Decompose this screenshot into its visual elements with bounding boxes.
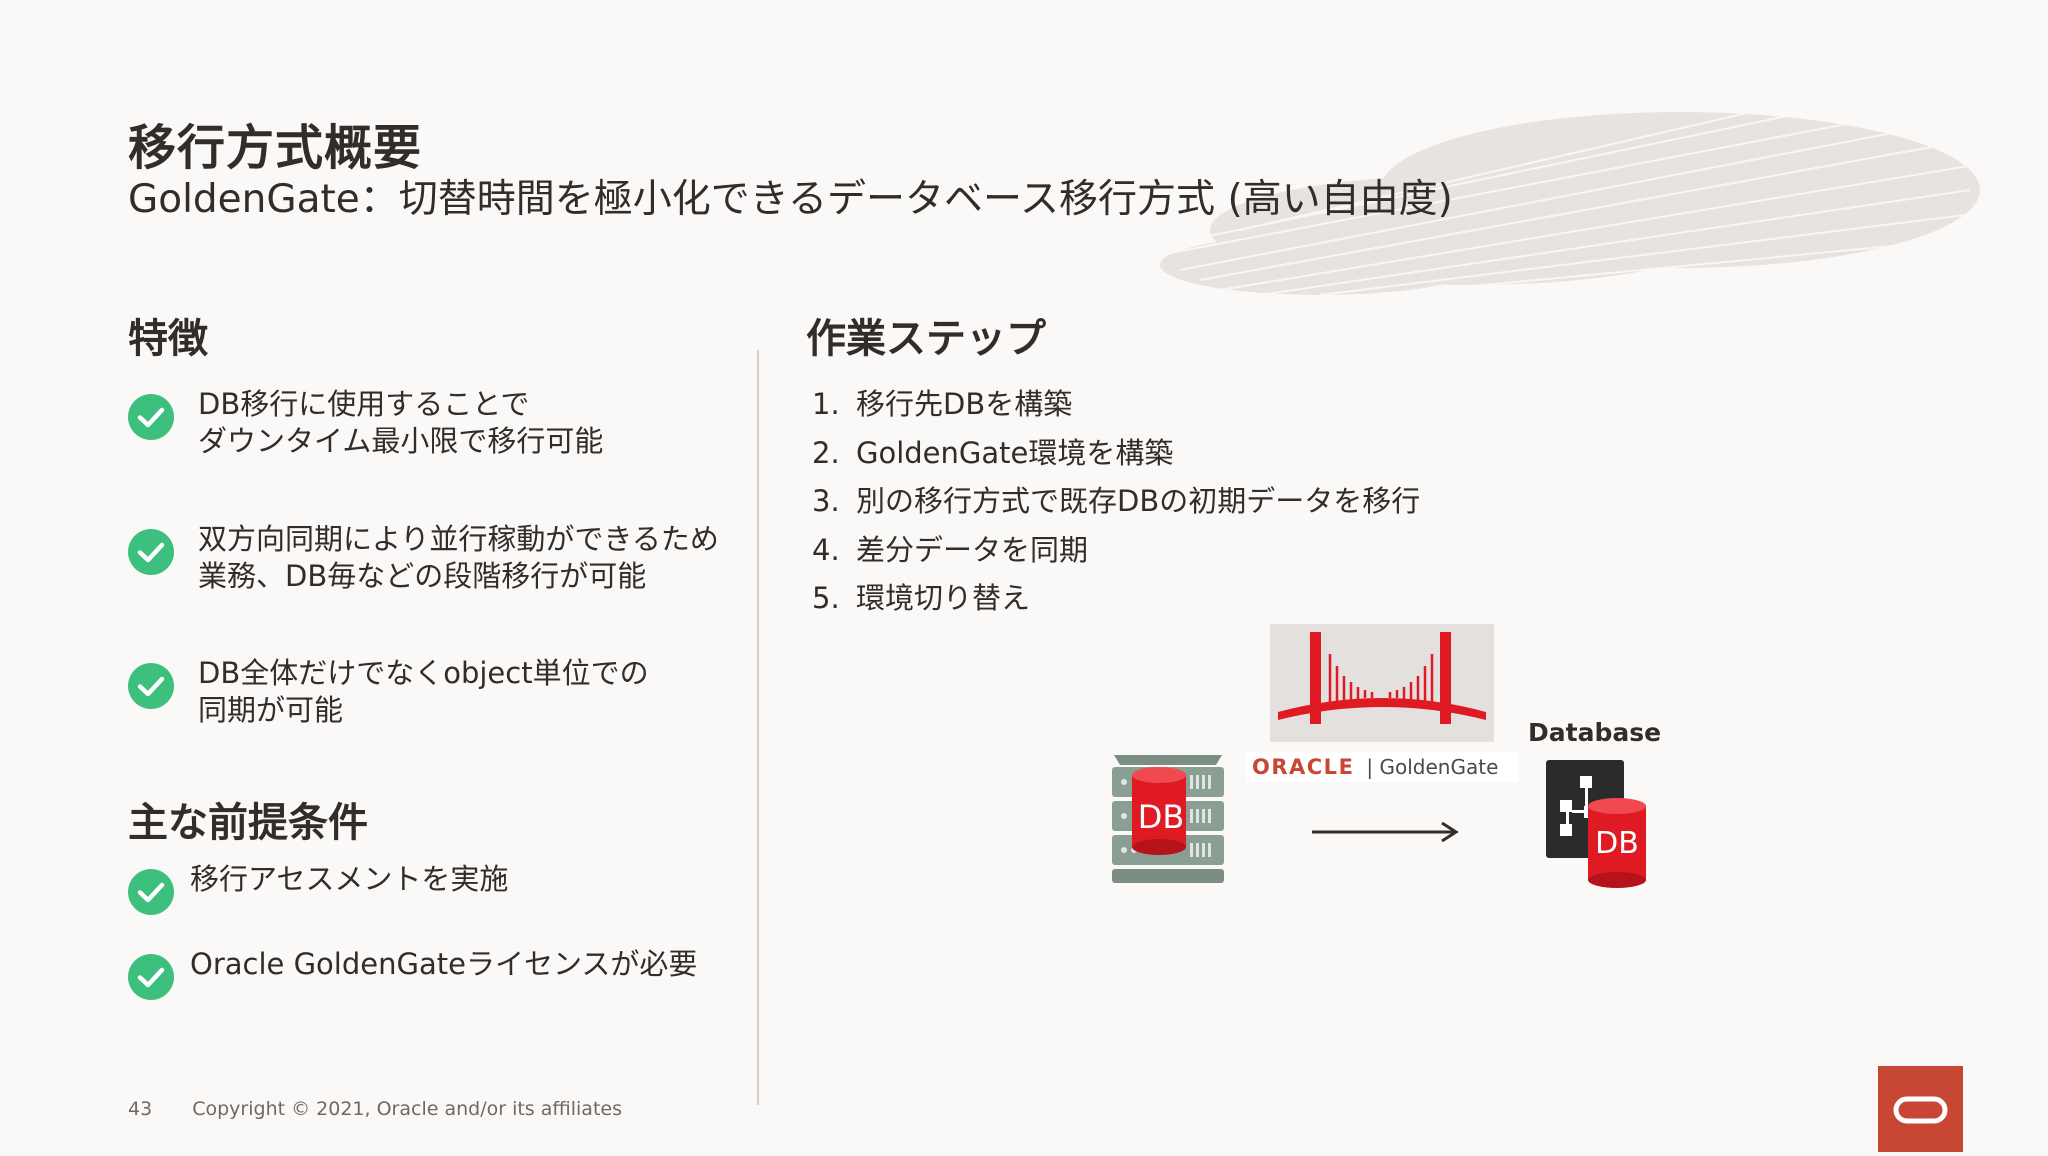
page-subtitle: GoldenGate：切替時間を極小化できるデータベース移行方式 (高い自由度) bbox=[128, 177, 1453, 222]
bridge-icon bbox=[1278, 632, 1486, 724]
source-db-server-icon bbox=[1112, 755, 1224, 883]
source-db-label: DB bbox=[1137, 798, 1185, 836]
target-database-icon bbox=[1546, 760, 1646, 888]
migration-diagram: ORACLE | GoldenGate Database DB bbox=[1110, 620, 1670, 900]
feature-text: 双方向同期により並行稼動ができるため 業務、DB毎などの段階移行が可能 bbox=[198, 521, 719, 595]
feature-item: DB移行に使用することで ダウンタイム最小限で移行可能 bbox=[128, 386, 603, 460]
check-circle-icon bbox=[128, 869, 174, 915]
decorative-pattern bbox=[1159, 104, 1980, 296]
copyright-text: Copyright © 2021, Oracle and/or its affi… bbox=[192, 1098, 622, 1120]
prerequisite-text: Oracle GoldenGateライセンスが必要 bbox=[190, 947, 698, 981]
goldengate-logo bbox=[1270, 624, 1494, 742]
step-number: 4. bbox=[812, 532, 840, 567]
oracle-o-icon bbox=[1893, 1096, 1948, 1124]
step-number: 5. bbox=[812, 581, 840, 615]
check-circle-icon bbox=[128, 529, 174, 575]
feature-item: 双方向同期により並行稼動ができるため 業務、DB毎などの段階移行が可能 bbox=[128, 521, 719, 595]
feature-text: DB全体だけでなくobject単位での 同期が可能 bbox=[198, 655, 649, 729]
prerequisite-item: Oracle GoldenGateライセンスが必要 bbox=[128, 946, 697, 1000]
step-text: 差分データを同期 bbox=[856, 532, 1089, 567]
right-arrow-icon bbox=[1312, 821, 1459, 843]
prerequisite-text: 移行アセスメントを実施 bbox=[190, 862, 509, 896]
features-heading: 特徴 bbox=[128, 316, 208, 362]
footer: 43 Copyright © 2021, Oracle and/or its a… bbox=[128, 1098, 622, 1120]
feature-line: DB移行に使用することで bbox=[198, 387, 530, 421]
step-number: 2. bbox=[812, 435, 840, 470]
prerequisites-heading: 主な前提条件 bbox=[128, 800, 368, 846]
feature-line: 同期が可能 bbox=[198, 693, 344, 727]
page-number: 43 bbox=[128, 1098, 153, 1120]
step-item: 1. 移行先DBを構築 bbox=[812, 384, 1420, 433]
feature-line: ダウンタイム最小限で移行可能 bbox=[198, 424, 604, 458]
prerequisite-item: 移行アセスメントを実施 bbox=[128, 861, 508, 915]
target-database-label: Database bbox=[1528, 718, 1662, 747]
page-title: 移行方式概要 bbox=[128, 120, 423, 176]
step-text: 移行先DBを構築 bbox=[856, 387, 1073, 421]
step-number: 3. bbox=[812, 484, 840, 518]
step-item: 3. 別の移行方式で既存DBの初期データを移行 bbox=[812, 481, 1420, 530]
step-text: 別の移行方式で既存DBの初期データを移行 bbox=[856, 484, 1421, 518]
goldengate-wordmark: ORACLE | GoldenGate bbox=[1246, 752, 1518, 782]
feature-line: DB全体だけでなくobject単位での bbox=[198, 656, 649, 690]
check-circle-icon bbox=[128, 663, 174, 709]
steps-heading: 作業ステップ bbox=[806, 316, 1046, 362]
column-divider bbox=[757, 350, 759, 1105]
step-text: GoldenGate環境を構築 bbox=[856, 435, 1174, 470]
product-wordmark: | GoldenGate bbox=[1366, 755, 1499, 779]
oracle-wordmark: ORACLE bbox=[1252, 755, 1355, 779]
step-number: 1. bbox=[812, 387, 840, 421]
oracle-o-logo bbox=[1878, 1066, 1963, 1152]
steps-list: 1. 移行先DBを構築 2. GoldenGate環境を構築 3. 別の移行方式で既存… bbox=[812, 384, 1420, 627]
feature-line: 双方向同期により並行稼動ができるため bbox=[198, 522, 719, 556]
check-circle-icon bbox=[128, 394, 174, 440]
step-item: 4. 差分データを同期 bbox=[812, 530, 1420, 579]
feature-item: DB全体だけでなくobject単位での 同期が可能 bbox=[128, 655, 649, 729]
feature-text: DB移行に使用することで ダウンタイム最小限で移行可能 bbox=[198, 386, 603, 460]
target-db-label: DB bbox=[1595, 826, 1639, 861]
step-item: 5. 環境切り替え bbox=[812, 578, 1420, 627]
step-text: 環境切り替え bbox=[856, 581, 1031, 615]
check-circle-icon bbox=[128, 954, 174, 1000]
step-item: 2. GoldenGate環境を構築 bbox=[812, 433, 1420, 482]
feature-line: 業務、DB毎などの段階移行が可能 bbox=[198, 559, 647, 593]
